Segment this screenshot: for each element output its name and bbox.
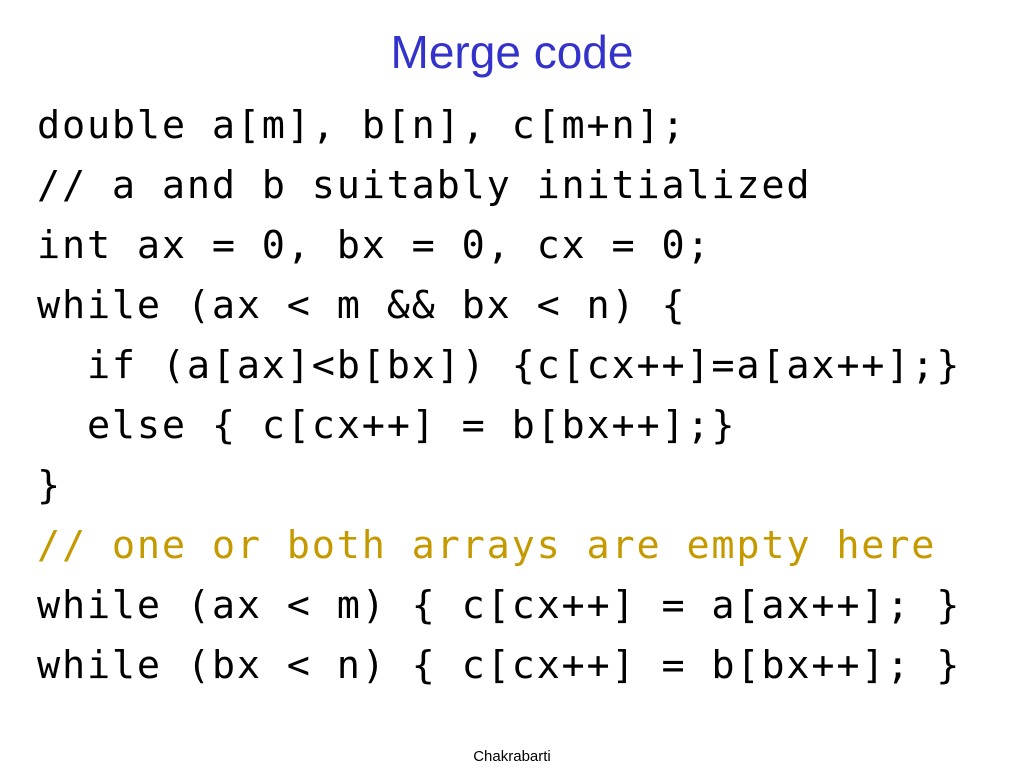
code-line: while (bx < n) { c[cx++] = b[bx++]; } — [37, 643, 962, 688]
code-line: while (ax < m && bx < n) { — [37, 283, 687, 328]
code-line: else { c[cx++] = b[bx++];} — [37, 403, 737, 448]
code-line: // a and b suitably initialized — [37, 163, 812, 208]
code-line: while (ax < m) { c[cx++] = a[ax++]; } — [37, 583, 962, 628]
slide-footer: Chakrabarti — [473, 748, 551, 765]
code-block: double a[m], b[n], c[m+n]; // a and b su… — [37, 96, 961, 696]
slide-title: Merge code — [390, 26, 634, 78]
code-line: } — [37, 463, 62, 508]
code-line: if (a[ax]<b[bx]) {c[cx++]=a[ax++];} — [37, 343, 962, 388]
code-line: int ax = 0, bx = 0, cx = 0; — [37, 223, 712, 268]
code-comment-line: // one or both arrays are empty here — [37, 523, 937, 568]
code-line: double a[m], b[n], c[m+n]; — [37, 103, 687, 148]
